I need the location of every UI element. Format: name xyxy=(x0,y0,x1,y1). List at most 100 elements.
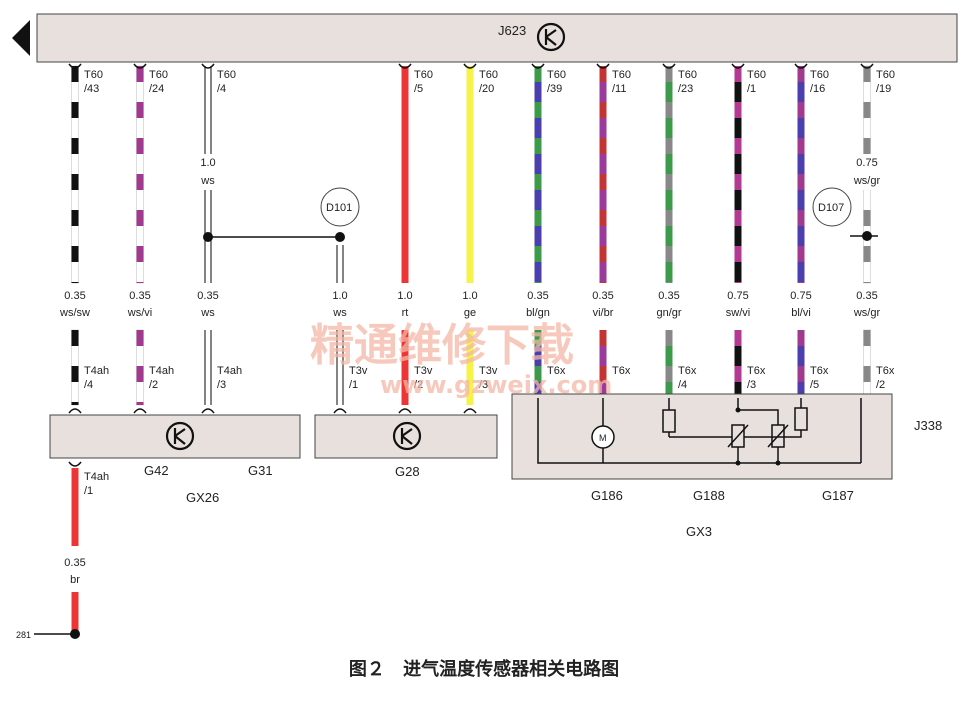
pin-bottom-label: T3v xyxy=(414,365,433,377)
motor-label: M xyxy=(599,433,607,443)
pin-bottom-number: /1 xyxy=(349,379,358,391)
connector-hook-icon xyxy=(201,63,215,69)
wire-color-code: ws/sw xyxy=(59,307,90,319)
connector-hook-icon xyxy=(133,408,147,414)
ground-pin-label: T4ah xyxy=(84,471,109,483)
pin-bottom-label: T6x xyxy=(810,365,829,377)
wire-gauge: 0.35 xyxy=(64,290,85,302)
pin-top-number: /23 xyxy=(678,83,693,95)
pin-bottom-label: T6x xyxy=(547,365,566,377)
pin-top-number: /24 xyxy=(149,83,164,95)
wire-0 xyxy=(71,65,79,284)
pin-top-number: /5 xyxy=(414,83,423,95)
wire-4-lower xyxy=(401,330,409,405)
pin-bottom-label: T6x xyxy=(747,365,766,377)
pin-bottom-label: T3v xyxy=(479,365,498,377)
connector-hook-icon xyxy=(68,461,82,467)
pin-bottom-number: /2 xyxy=(876,379,885,391)
wire-7 xyxy=(599,66,607,283)
pin-top-number: /16 xyxy=(810,83,825,95)
wire-color-code: ws/gr xyxy=(853,307,881,319)
wire-3 xyxy=(336,245,344,283)
pin-top-label: T60 xyxy=(84,69,103,81)
label-gx3: GX3 xyxy=(686,524,712,539)
ground-node xyxy=(70,629,80,639)
junction-dot xyxy=(735,460,741,466)
pin-top-label: T60 xyxy=(678,69,697,81)
wire-0-lower xyxy=(71,329,79,406)
splice-node-left xyxy=(203,232,213,242)
splice-d101-label: D101 xyxy=(326,202,352,214)
splice-node-d101 xyxy=(335,232,345,242)
wire-gauge: 1.0 xyxy=(462,290,477,302)
figure-title: 进气温度传感器相关电路图 xyxy=(403,659,620,680)
pin-bottom-label: T4ah xyxy=(149,365,174,377)
wire-color-code: bl/vi xyxy=(791,307,811,319)
sensor-symbol-icon xyxy=(165,421,195,451)
connector-hook-icon xyxy=(68,408,82,414)
pin-top-number: /19 xyxy=(876,83,891,95)
pin-bottom-number: /2 xyxy=(149,379,158,391)
pin-top-number: /4 xyxy=(217,83,226,95)
pin-top-number: /20 xyxy=(479,83,494,95)
wire-9 xyxy=(734,66,742,283)
pin-bottom-label: T6x xyxy=(876,365,895,377)
pin-top-label: T60 xyxy=(414,69,433,81)
gx3-internal-circuit xyxy=(537,398,862,464)
pin-bottom-label: T4ah xyxy=(84,365,109,377)
pin-top-number: /43 xyxy=(84,83,99,95)
wire-gauge: 0.75 xyxy=(790,290,811,302)
wire-gauge: 1.0 xyxy=(332,290,347,302)
wire-upper-code: ws xyxy=(200,175,215,187)
label-g186: G186 xyxy=(591,488,623,503)
label-j338: J338 xyxy=(914,418,942,433)
pin-bottom-number: /2 xyxy=(414,379,423,391)
wire-color-code: ws xyxy=(200,307,215,319)
wire-3-lower xyxy=(336,330,344,405)
label-g187: G187 xyxy=(822,488,854,503)
ground-pin-number: /1 xyxy=(84,485,93,497)
label-g28: G28 xyxy=(395,464,420,479)
back-arrow-icon[interactable] xyxy=(12,20,30,56)
wire-gauge: 0.35 xyxy=(527,290,548,302)
wire-1 xyxy=(136,65,144,284)
pin-top-label: T60 xyxy=(810,69,829,81)
wire-gauge: 0.35 xyxy=(129,290,150,302)
wire-6 xyxy=(534,66,542,283)
connector-hook-icon xyxy=(794,63,808,69)
junction-dot xyxy=(735,407,741,413)
pin-top-number: /39 xyxy=(547,83,562,95)
wire-color-code: vi/br xyxy=(593,307,614,319)
ecu-bar-j623 xyxy=(36,13,958,63)
connector-hook-icon xyxy=(463,408,477,414)
wire-5 xyxy=(466,66,474,283)
pin-bottom-number: /3 xyxy=(479,379,488,391)
connector-hook-icon xyxy=(133,63,147,69)
pin-bottom-label: T3v xyxy=(349,365,368,377)
wire-color-code: gn/gr xyxy=(656,307,681,319)
connector-hook-icon xyxy=(860,63,874,69)
pin-bottom-number: /5 xyxy=(810,379,819,391)
connector-hook-icon xyxy=(333,408,347,414)
wire-color-code: ws/vi xyxy=(127,307,152,319)
ground-color-code: br xyxy=(70,574,80,586)
pin-top-label: T60 xyxy=(479,69,498,81)
wire-gauge: 0.75 xyxy=(727,290,748,302)
wire-gauge: 1.0 xyxy=(397,290,412,302)
connector-hook-icon xyxy=(68,63,82,69)
wire-color-code: sw/vi xyxy=(726,307,750,319)
pin-top-label: T60 xyxy=(747,69,766,81)
wire-1-lower xyxy=(136,329,144,406)
wire-gauge: 0.35 xyxy=(592,290,613,302)
pin-top-label: T60 xyxy=(612,69,631,81)
ground-gauge: 0.35 xyxy=(64,557,85,569)
connector-hook-icon xyxy=(662,63,676,69)
wire-color-code: rt xyxy=(402,307,409,319)
wire-color-code: ge xyxy=(464,307,476,319)
pin-bottom-number: /3 xyxy=(217,379,226,391)
wire-4 xyxy=(401,66,409,283)
ground-wire-upper xyxy=(71,468,79,546)
label-g188: G188 xyxy=(693,488,725,503)
wire-gauge: 0.35 xyxy=(658,290,679,302)
